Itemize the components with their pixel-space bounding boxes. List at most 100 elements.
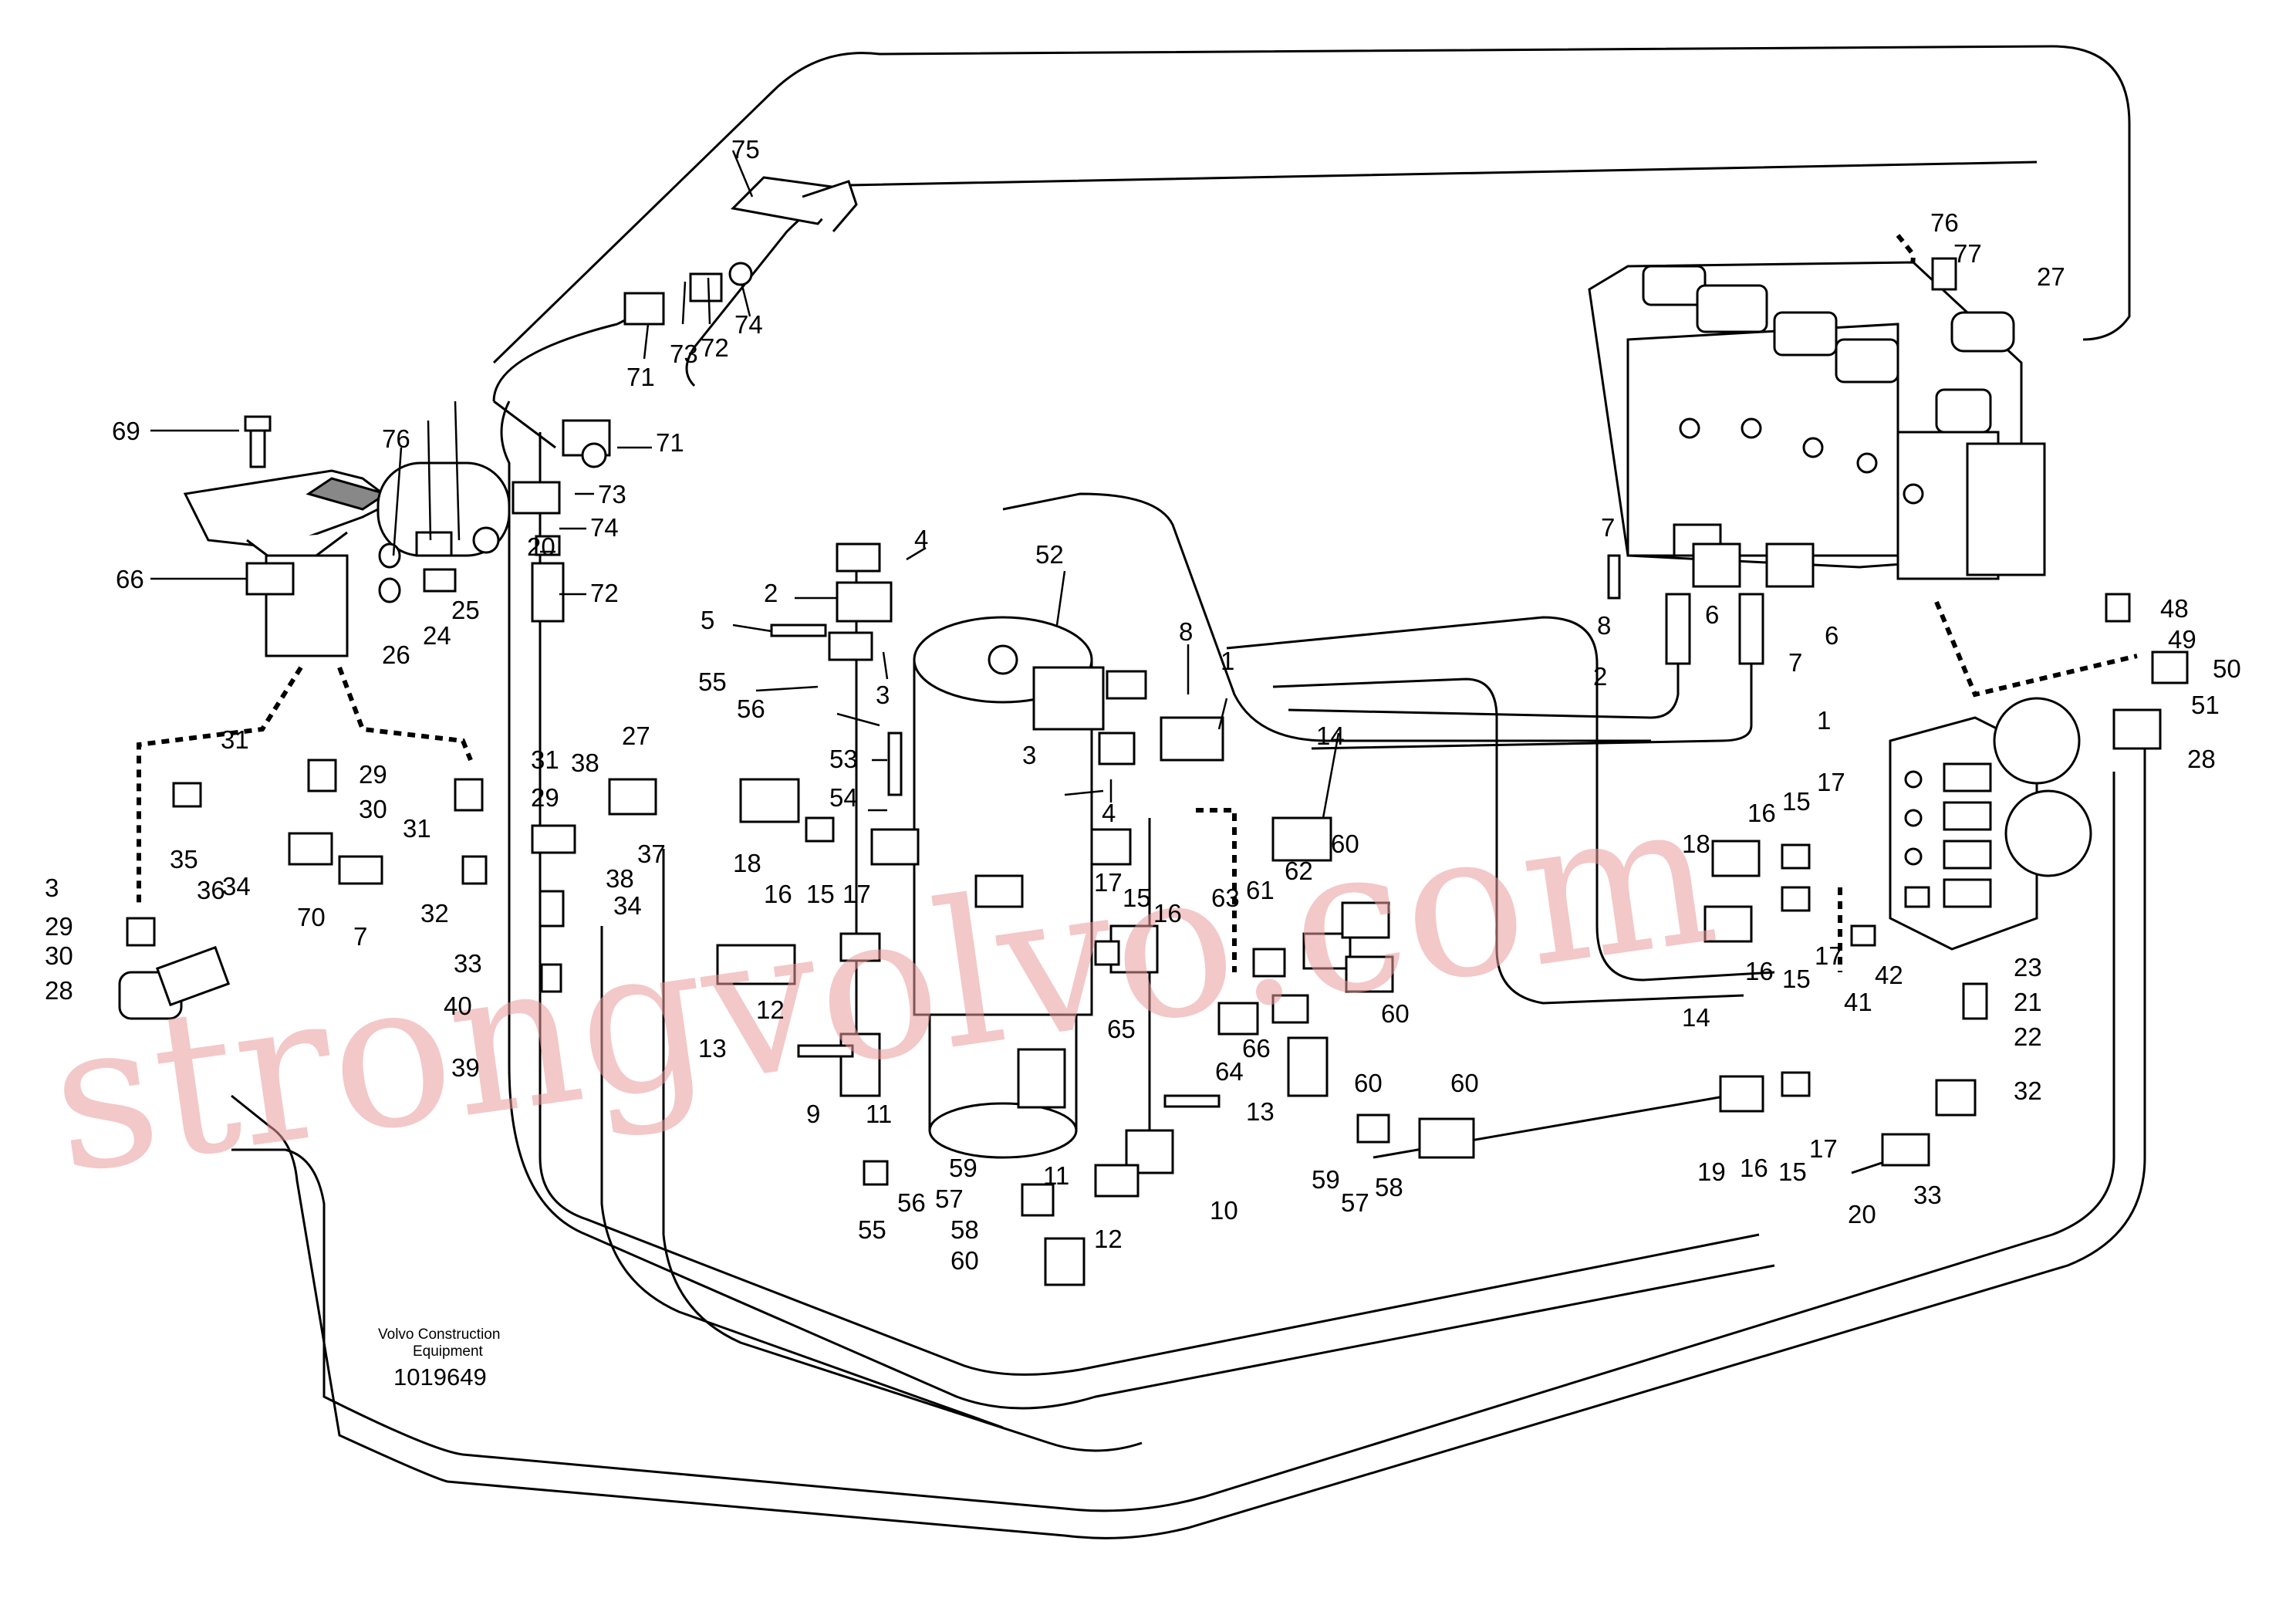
bolt-5: [770, 623, 827, 637]
callout-32-right: 32: [2014, 1076, 2042, 1105]
fitting-57: [1021, 1183, 1055, 1217]
fitting-15-right-b: [1781, 886, 1811, 912]
tee-fitting-73: [512, 481, 561, 515]
callout-17-right-b: 17: [1815, 941, 1843, 970]
fitting-72: [531, 562, 565, 623]
fitting-39: [540, 963, 562, 993]
tee-37: [531, 824, 576, 854]
callout-51: 51: [2191, 691, 2220, 719]
fitting-61: [1252, 948, 1286, 978]
callout-6-a: 6: [1705, 600, 1719, 629]
hose-routing: [231, 45, 2146, 1539]
callout-40: 40: [444, 992, 472, 1020]
fitting-60-right-mid: [1345, 955, 1394, 993]
callout-3-right: 3: [1022, 741, 1036, 769]
elbow-50: [2151, 650, 2189, 684]
swivel-lug-left: [870, 828, 920, 866]
callout-38-a: 38: [571, 748, 599, 777]
callout-59-bottom: 59: [949, 1154, 977, 1182]
fitting-15-left: [805, 816, 835, 843]
callout-44: 72: [701, 333, 729, 362]
callout-3-left: 3: [45, 874, 59, 902]
caption-drawing-number: 1019649: [393, 1363, 487, 1391]
flange-6a-valve: [1692, 542, 1741, 588]
caption-company-line2: Equipment: [413, 1343, 484, 1360]
flange-1-elbow: [1160, 716, 1224, 762]
callout-29-left: 29: [45, 912, 73, 941]
washer-46: [728, 262, 753, 286]
callout-16-left: 16: [764, 880, 792, 908]
flange-6b-valve: [1765, 542, 1815, 588]
callout-56-bottom: 56: [897, 1188, 926, 1217]
bolt-53: [887, 732, 903, 796]
callout-47: 75: [731, 135, 760, 164]
callout-57-right: 57: [1341, 1188, 1369, 1217]
callout-46: 74: [734, 310, 763, 339]
flange-4-right: [1098, 732, 1136, 765]
callout-11-b: 11: [1043, 1161, 1069, 1190]
callout-30-a: 30: [359, 795, 387, 823]
hose-hose2-up: [1288, 617, 1680, 719]
flange-4-top: [836, 542, 881, 573]
callout-49-r: 49: [2168, 625, 2196, 654]
fitting-71-tee: [288, 832, 333, 866]
secondary-valve-block: [1850, 593, 2189, 951]
fitting-62: [1302, 932, 1352, 970]
swivel-center: [988, 644, 1018, 675]
swivel-lug-mid: [974, 874, 1024, 908]
callout-2-left: 2: [764, 579, 778, 607]
oring-20: [472, 526, 500, 554]
callout-28-left: 28: [45, 976, 73, 1005]
solenoid-5: [1935, 388, 1992, 434]
callout-21: 21: [2014, 988, 2042, 1016]
callout-41: 41: [1844, 988, 1872, 1016]
block-solenoid-bottom: [2004, 789, 2092, 877]
leader-lines: [150, 150, 1340, 819]
callout-35: 35: [170, 845, 198, 874]
oring-26: [378, 577, 401, 603]
foot-pedal: [183, 415, 396, 657]
callout-61: 61: [1246, 876, 1275, 904]
hose-hose1-up: [1311, 617, 1753, 750]
elbow-32-right: [1935, 1079, 1977, 1117]
callout-62: 62: [1285, 857, 1313, 885]
fitting-27-top: [1950, 311, 2015, 353]
callout-7-valve: 7: [1601, 513, 1615, 542]
fitting-35: [172, 782, 202, 808]
flange-8: [1106, 670, 1147, 700]
callout-7-valve-b: 7: [1788, 648, 1802, 677]
callout-15-swivel: 15: [1123, 884, 1151, 912]
callout-73b: 73: [598, 480, 626, 509]
callout-50: 50: [2213, 654, 2241, 683]
fitting-57-right: [1356, 1113, 1390, 1144]
main-control-valve: [1588, 257, 2046, 665]
callout-11-a: 11: [866, 1100, 892, 1128]
block-port-a: [1904, 770, 1923, 789]
block-coil-3: [1943, 840, 1992, 870]
callout-26: 26: [382, 640, 410, 669]
callout-33-right: 33: [1913, 1181, 1942, 1209]
callout-64: 64: [1215, 1057, 1244, 1086]
left-lower-fittings: [118, 759, 657, 1020]
fitting-28-right: [2112, 708, 2162, 750]
swivel-bottom: [928, 1102, 1078, 1159]
callout-29-b: 29: [531, 783, 559, 812]
callout-2-valve: 2: [1593, 662, 1607, 691]
callout-17-right-c: 17: [1809, 1134, 1838, 1163]
callout-32: 32: [420, 899, 449, 928]
bolt-13-right: [1163, 1094, 1221, 1108]
bracket-47-flange: [802, 180, 858, 232]
callout-15-right-a: 15: [1782, 787, 1811, 816]
hose-inner-loop-b: [662, 849, 1143, 1452]
dashed-line-center: [1196, 808, 1237, 972]
callout-55-top: 55: [698, 667, 727, 696]
callout-60-vert: 60: [1354, 1069, 1383, 1097]
bolt-70-head: [244, 415, 272, 432]
solenoid-4: [1835, 338, 1899, 384]
callout-43-a: 71: [626, 363, 655, 391]
fitting-43-upper: [623, 292, 665, 326]
callout-20: 20: [527, 532, 555, 561]
hose-left-loop-inner: [539, 432, 1760, 1376]
callout-20-right: 20: [1848, 1200, 1876, 1228]
